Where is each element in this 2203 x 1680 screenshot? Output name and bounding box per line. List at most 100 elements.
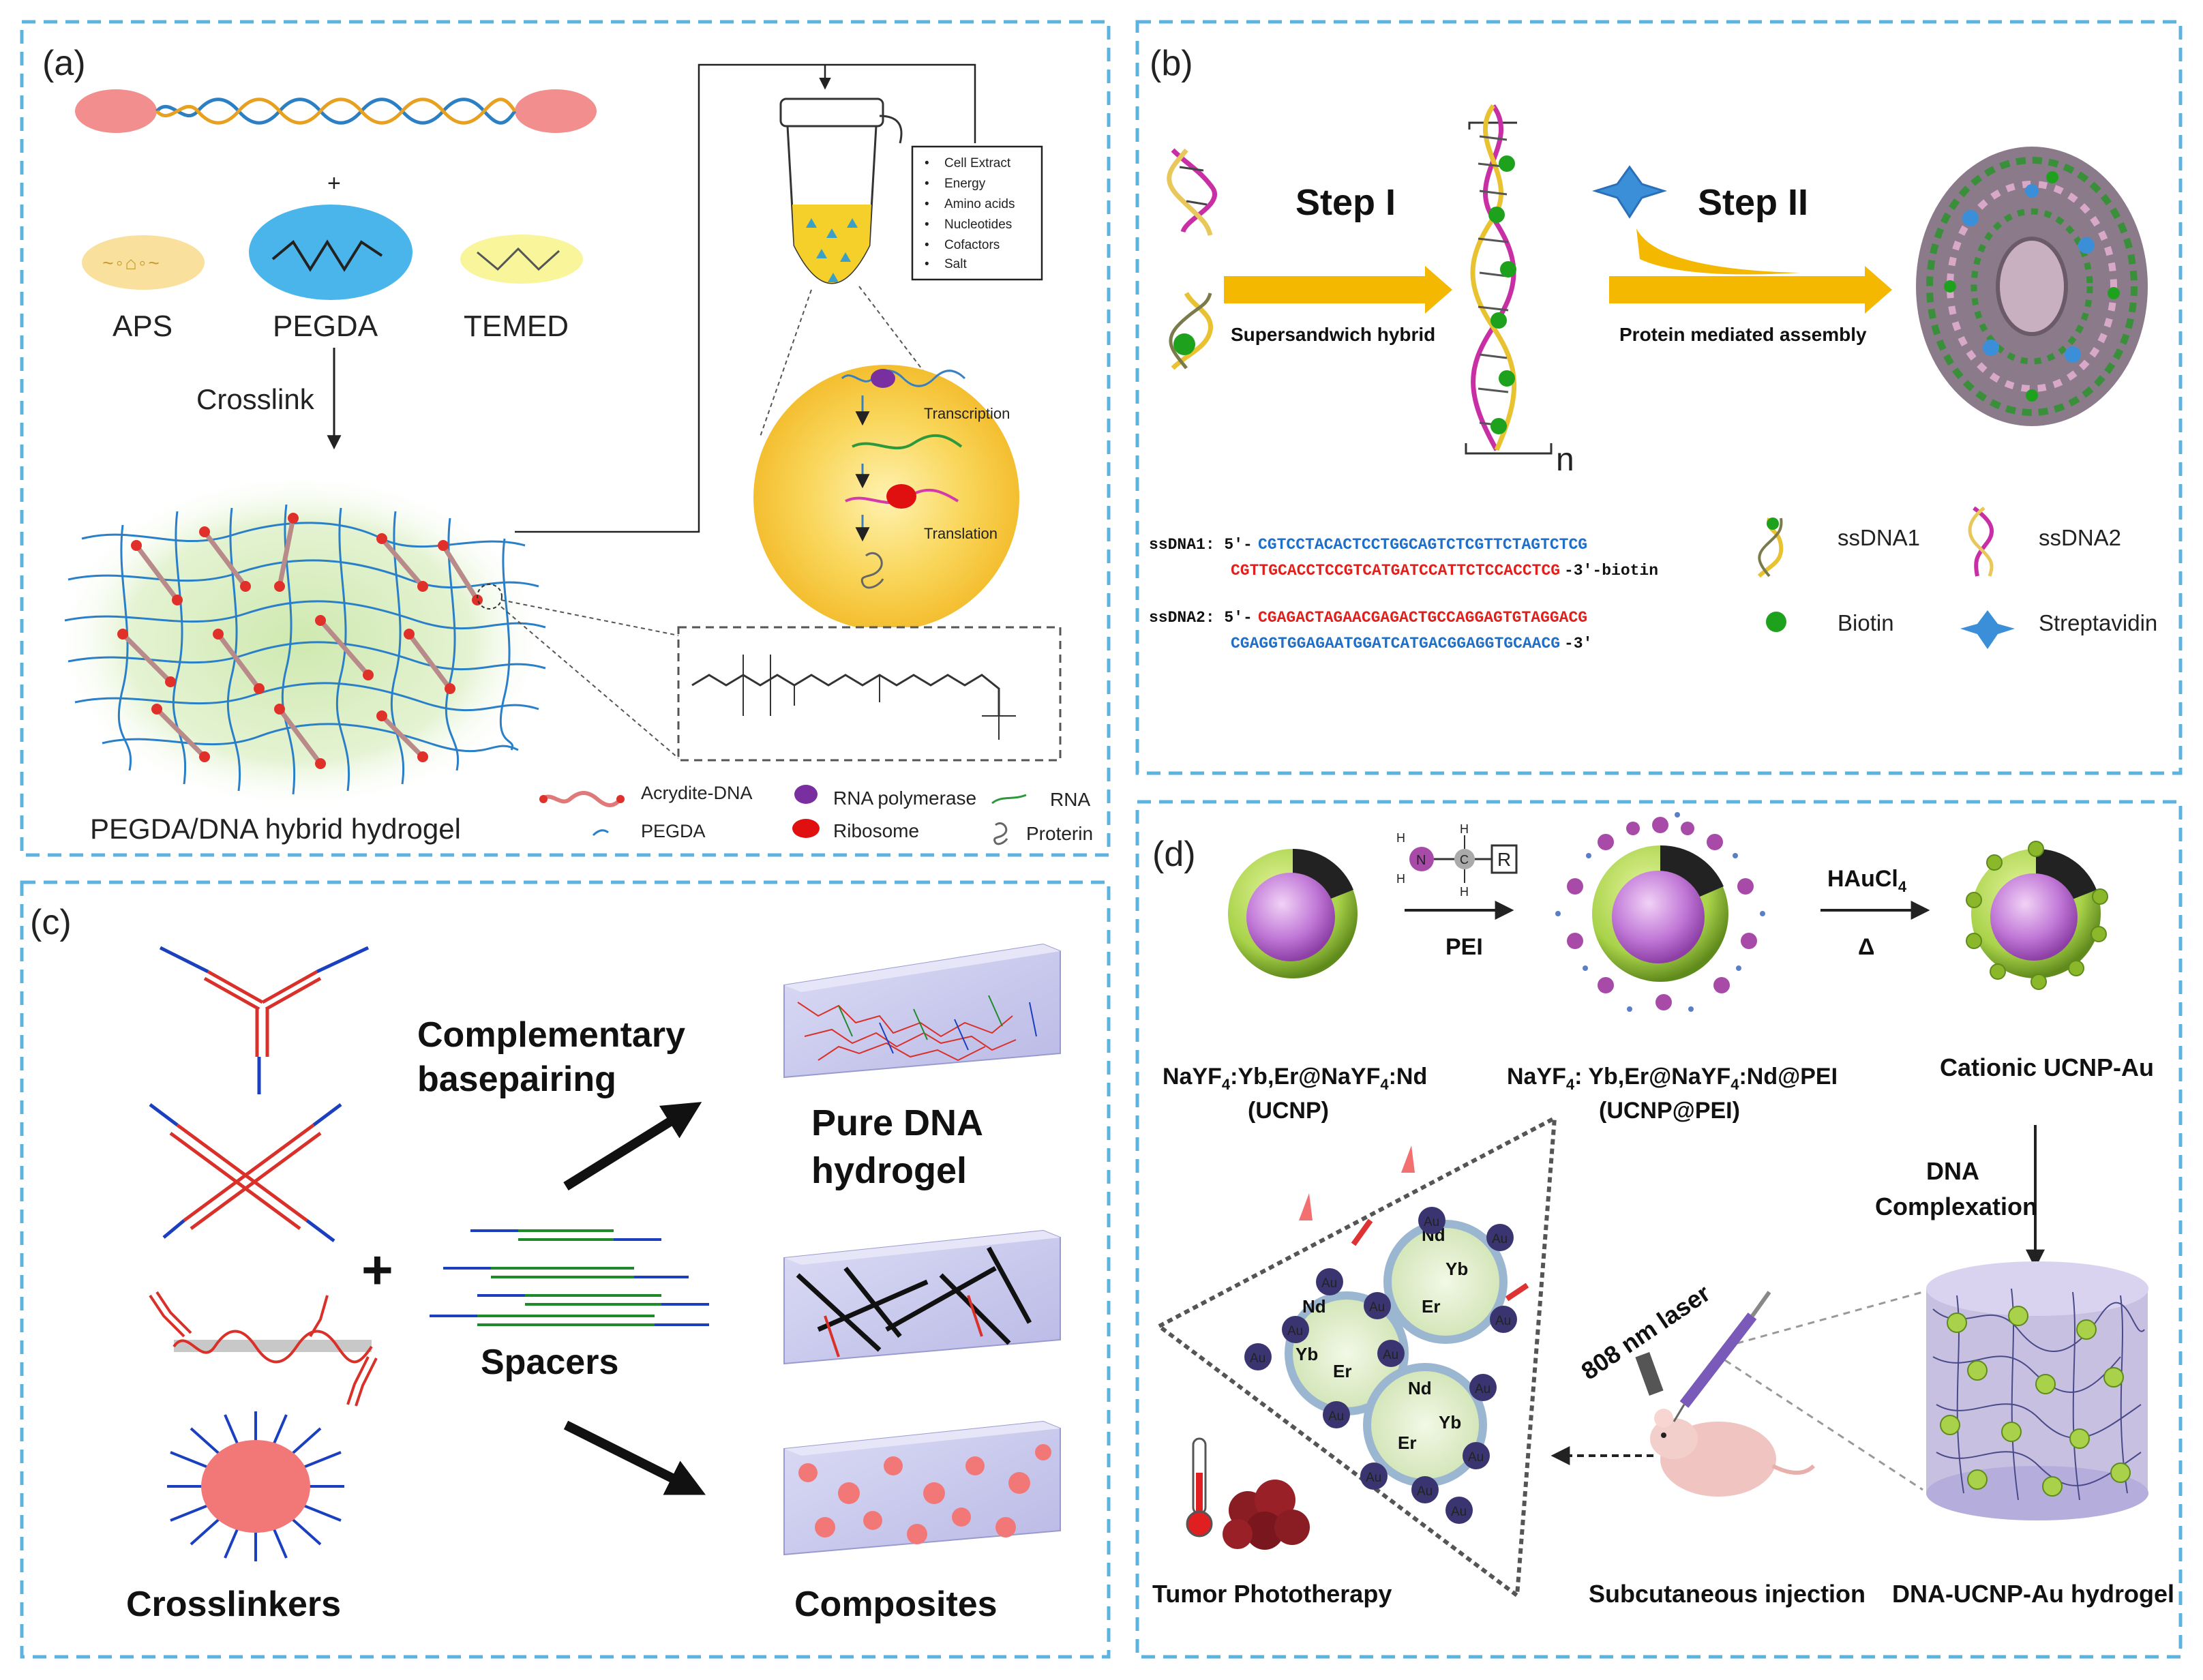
atom-h: H <box>1460 822 1469 836</box>
er-label: Er <box>1333 1361 1351 1381</box>
phototherapy-triangle: Nd Yb Er Nd Yb Er Nd Yb Er Au Au Au Au A… <box>1155 1114 1557 1600</box>
ssdna2-label: ssDNA2: 5'- <box>1149 609 1253 627</box>
cationic-label: Cationic UCNP-Au <box>1940 1053 2154 1081</box>
step1-label: Step I <box>1295 182 1396 223</box>
thermometer-icon <box>1186 1437 1213 1537</box>
ucnp-label-1: NaYF4:Yb,Er@NaYF4:Nd <box>1163 1064 1427 1093</box>
complementary-label-2: basepairing <box>417 1060 616 1099</box>
haucl4-label: HAuCl4 <box>1827 866 1907 895</box>
panel-c: (c) <box>30 903 1061 1624</box>
panel-b: (b) Step I Supersandwich hybrid <box>1149 44 2157 652</box>
nd-label: Nd <box>1302 1296 1326 1317</box>
translation-label: Translation <box>924 525 998 542</box>
er-label: Er <box>1398 1432 1416 1453</box>
mixture-item: Amino acids <box>944 197 1015 211</box>
acrydite-dna-top <box>75 89 597 133</box>
svg-text:Au: Au <box>1321 1276 1337 1291</box>
mixture-item: Cofactors <box>944 238 1000 252</box>
ssdna2-end: -3' <box>1564 635 1592 652</box>
svg-text:Au: Au <box>1424 1215 1439 1229</box>
x-crosslinker <box>149 1103 342 1242</box>
legend-rna: RNA <box>1050 789 1090 810</box>
svg-text:Au: Au <box>1495 1314 1511 1328</box>
svg-text:Au: Au <box>1369 1300 1385 1315</box>
svg-text:Au: Au <box>1383 1348 1398 1362</box>
dna-label-2: Complexation <box>1875 1192 2037 1220</box>
complementary-label-1: Complementary <box>417 1015 685 1055</box>
panel-b-label: (b) <box>1150 44 1193 83</box>
repeat-n: n <box>1556 442 1574 478</box>
spacers-label: Spacers <box>481 1342 618 1382</box>
temed-blob <box>460 235 583 284</box>
step2-caption: Protein mediated assembly <box>1619 324 1867 345</box>
atom-h: H <box>1460 885 1469 899</box>
aps-label: APS <box>113 310 173 343</box>
temed-label: TEMED <box>464 310 569 343</box>
linear-crosslinker <box>149 1291 378 1407</box>
svg-text:Au: Au <box>1287 1324 1303 1338</box>
mixture-item: Cell Extract <box>944 156 1011 170</box>
mixture-item: Salt <box>944 257 967 271</box>
pegda-legend-icon <box>592 829 609 837</box>
legend-rna-polymerase: RNA polymerase <box>833 787 976 809</box>
crosslink-label: Crosslink <box>196 383 315 415</box>
pei-structure: N C R H H H H <box>1396 822 1518 899</box>
atom-n: N <box>1416 853 1426 868</box>
plus-a: + <box>327 170 341 196</box>
au-particles: Au Au Au Au Au Au Au Au Au Au Au Au Au A… <box>1244 1207 1517 1524</box>
ucnp-inside <box>1285 1220 1508 1487</box>
hydrogel-network <box>55 470 546 811</box>
svg-text:Au: Au <box>1250 1351 1265 1366</box>
eppendorf-tube <box>779 97 903 284</box>
ssdna2-legend-icon <box>1968 506 1994 577</box>
step2-swoosh <box>1636 228 1800 275</box>
svg-text:Au: Au <box>1451 1505 1467 1519</box>
mouse-injection <box>1635 1291 1816 1497</box>
ucnp-particle <box>1228 848 1358 978</box>
legend-a: Acrydite-DNA PEGDA RNA polymerase Riboso… <box>539 783 1093 845</box>
er-label: Er <box>1422 1296 1440 1317</box>
ssdna1-seq-1: CGTCCTACACTCCTGGCAGTCTCGTTCTAGTCTCG <box>1258 536 1587 554</box>
rna-polymerase-icon <box>794 785 818 804</box>
svg-text:•: • <box>925 156 929 170</box>
ssdna2-helix <box>1167 148 1217 236</box>
step1-caption: Supersandwich hybrid <box>1231 324 1435 345</box>
supersandwich-helix <box>1465 104 1553 455</box>
tumor-icon <box>1223 1480 1310 1550</box>
svg-text:Au: Au <box>1417 1484 1433 1499</box>
ssdna1-legend-icon <box>1757 518 1784 578</box>
crosslinkers-label: Crosslinkers <box>126 1585 341 1624</box>
legend-streptavidin: Streptavidin <box>2039 610 2157 635</box>
ucnp-label-2: (UCNP) <box>1248 1098 1329 1124</box>
pei-label: PEI <box>1445 934 1483 960</box>
ucnp-pei-particle <box>1555 812 1765 1012</box>
arrow-to-composites <box>563 1420 706 1495</box>
yb-label: Yb <box>1445 1259 1468 1279</box>
legend-biotin: Biotin <box>1838 610 1894 635</box>
ssdna1-helix <box>1169 292 1213 370</box>
mixture-item: Energy <box>944 177 986 191</box>
svg-text:Au: Au <box>1475 1382 1490 1396</box>
step2-label: Step II <box>1698 182 1808 223</box>
plus-c: + <box>361 1240 393 1300</box>
svg-text:~◦⌂◦~: ~◦⌂◦~ <box>102 254 160 275</box>
r-group: R <box>1497 849 1511 870</box>
panel-d-border <box>1135 800 2183 1659</box>
pure-label-2: hydrogel <box>811 1150 967 1191</box>
pure-dna-hydrogel-block <box>783 943 1061 1079</box>
step1-arrow <box>1224 266 1452 314</box>
transcription-label: Transcription <box>924 405 1010 422</box>
streptavidin-legend-icon <box>1960 610 2015 649</box>
injection-label: Subcutaneous injection <box>1589 1580 1865 1608</box>
atom-h: H <box>1396 872 1405 886</box>
arrow-to-pure <box>563 1102 702 1190</box>
hydrogel-label-d: DNA-UCNP-Au hydrogel <box>1892 1580 2174 1608</box>
atom-c: C <box>1460 853 1469 867</box>
mixture-item: Nucleotides <box>944 217 1012 232</box>
ssdna2-seq-2: CGAGGTGGAGAATGGATCATGACGGAGGTGCAACG <box>1231 635 1560 652</box>
acrydite-structure <box>691 674 1000 716</box>
pure-label-1: Pure DNA <box>811 1102 983 1143</box>
ssdna2-seq-1: CGAGACTAGAACGAGACTGCCAGGAGTGTAGGACG <box>1258 609 1587 627</box>
